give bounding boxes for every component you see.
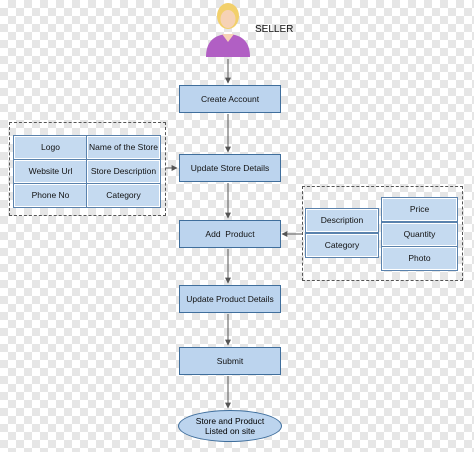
person-icon [206, 3, 250, 57]
store-detail-phone[interactable]: Phone No [13, 183, 88, 208]
seller-label: SELLER [255, 24, 294, 35]
store-detail-logo[interactable]: Logo [13, 135, 88, 160]
product-detail-description[interactable]: Description [305, 208, 379, 233]
submit-step[interactable]: Submit [179, 347, 281, 375]
store-detail-name[interactable]: Name of the Store [86, 135, 161, 160]
product-details-group [302, 186, 463, 281]
add-product-step[interactable]: Add Product [179, 220, 281, 248]
store-detail-description[interactable]: Store Description [86, 159, 161, 184]
update-store-details-step[interactable]: Update Store Details [179, 154, 281, 182]
product-detail-photo[interactable]: Photo [381, 246, 458, 271]
product-detail-category[interactable]: Category [305, 233, 379, 258]
store-product-listed-end[interactable]: Store and Product Listed on site [178, 410, 282, 442]
create-account-step[interactable]: Create Account [179, 85, 281, 113]
store-details-group [9, 122, 166, 216]
update-product-details-step[interactable]: Update Product Details [179, 285, 281, 313]
store-detail-website[interactable]: Website Url [13, 159, 88, 184]
product-detail-quantity[interactable]: Quantity [381, 222, 458, 247]
product-detail-price[interactable]: Price [381, 197, 458, 222]
store-detail-category[interactable]: Category [86, 183, 161, 208]
